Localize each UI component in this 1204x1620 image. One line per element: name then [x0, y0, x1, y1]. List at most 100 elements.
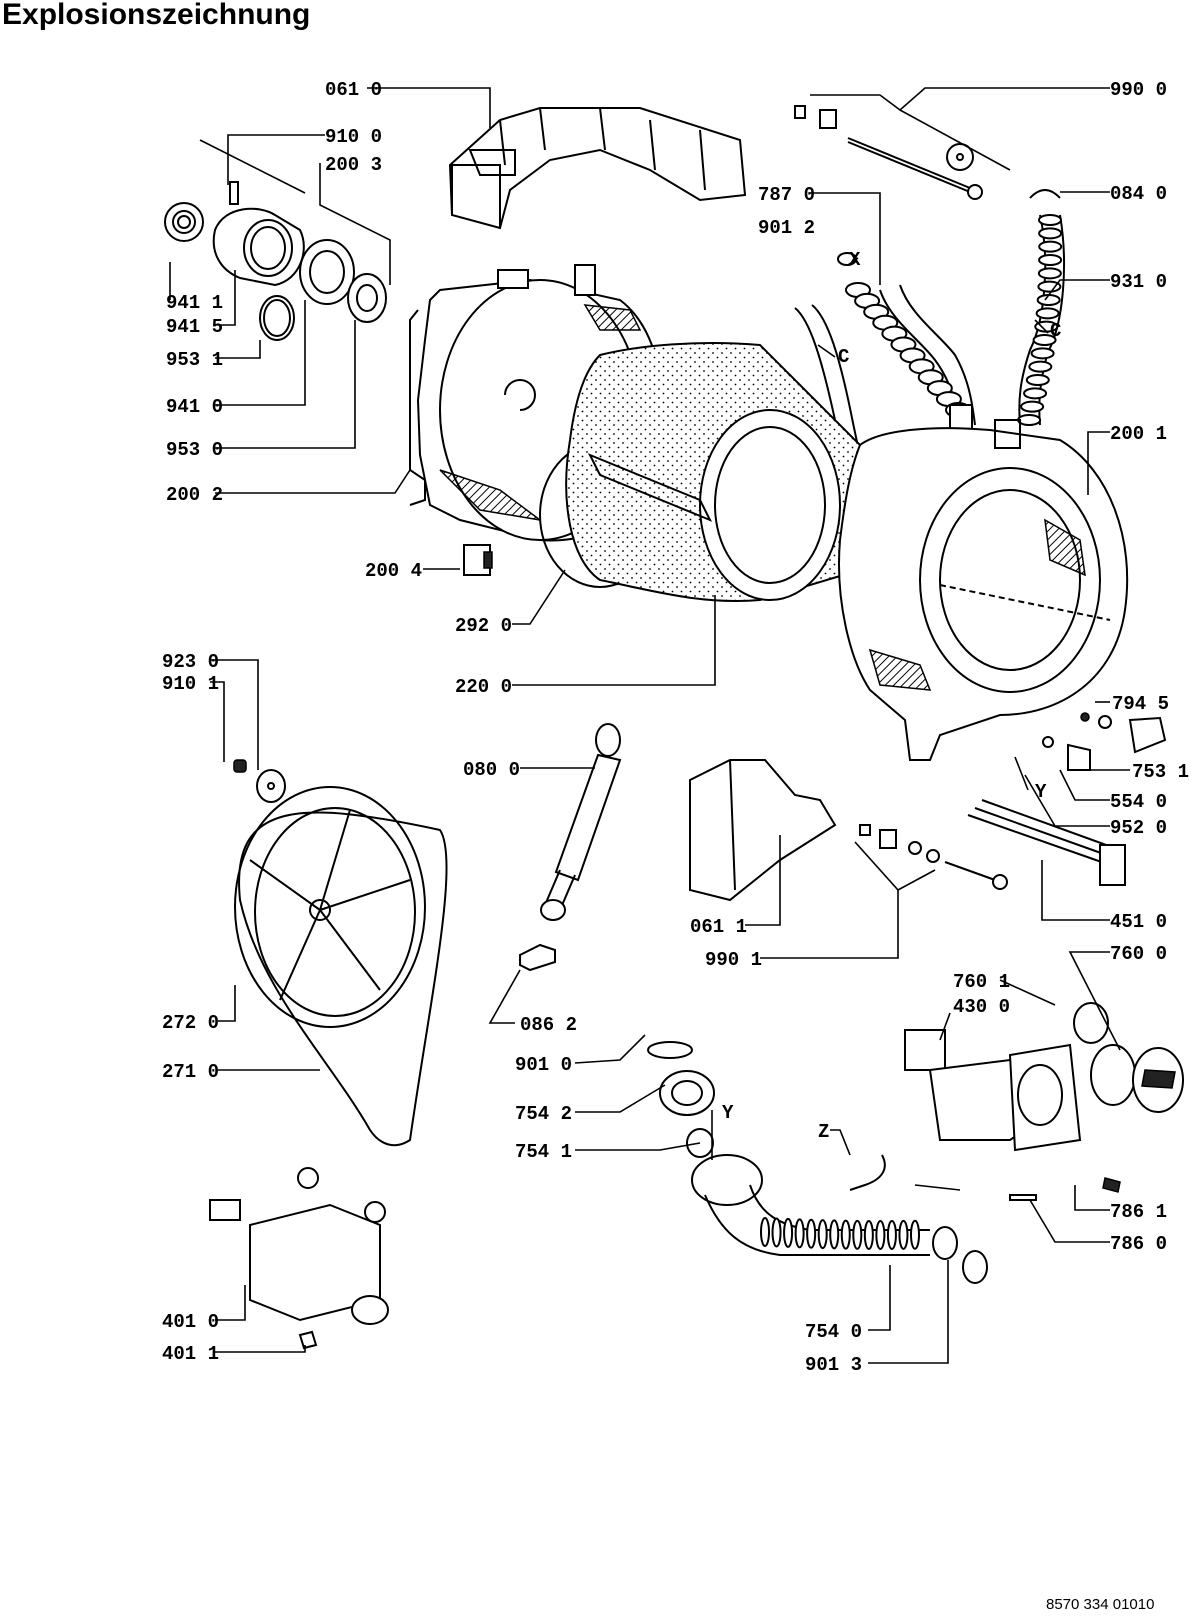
part-label-4010: 401 0 — [162, 1311, 219, 1333]
z-hose-part — [849, 1154, 886, 1191]
vent-bellows-part — [837, 252, 976, 430]
part-label-9415: 941 5 — [166, 316, 223, 338]
part-label-9010: 901 0 — [515, 1054, 572, 1076]
part-labels: 061 0 910 0 200 3 990 0 084 0 787 0 901 … — [162, 79, 1189, 1376]
part-label-2920: 292 0 — [455, 615, 512, 637]
hose-ring — [1038, 214, 1062, 226]
part-label-2003: 200 3 — [325, 154, 382, 176]
part-label-0862: 086 2 — [520, 1014, 577, 1036]
part-label-9100a: 910 0 — [325, 126, 382, 148]
hose-ring — [910, 1219, 920, 1250]
part-label-9012: 901 2 — [758, 217, 815, 239]
hose-ring — [1032, 334, 1057, 346]
hose-ring — [898, 1219, 909, 1250]
part-label-7860: 786 0 — [1110, 1233, 1167, 1255]
part-label-9530: 953 0 — [166, 439, 223, 461]
hose-ring — [1030, 347, 1055, 360]
shock-absorber-part — [540, 723, 622, 921]
part-label-9901: 990 1 — [705, 949, 762, 971]
drain-hose-right-part — [1017, 214, 1065, 426]
hose-ring — [863, 1219, 874, 1250]
part-label-2004: 200 4 — [365, 560, 422, 582]
part-label-2200: 220 0 — [455, 676, 512, 698]
part-label-7601: 760 1 — [953, 971, 1010, 993]
drum-part — [565, 342, 876, 602]
part-label-5540: 554 0 — [1110, 791, 1167, 813]
bellows-hose-part — [691, 1154, 988, 1284]
part-label-2720: 272 0 — [162, 1012, 219, 1034]
hose-ring — [817, 1219, 828, 1250]
hose-ring — [1025, 374, 1050, 386]
seal-parts — [647, 1041, 715, 1158]
screw-set-front-part — [859, 824, 1008, 890]
hose-ring — [771, 1217, 782, 1248]
hose-ring — [1037, 267, 1062, 280]
part-label-Z: Z — [818, 1121, 829, 1143]
part-label-7541: 754 1 — [515, 1141, 572, 1163]
part-label-2001: 200 1 — [1110, 423, 1167, 445]
page-title: Explosionszeichnung — [2, 0, 311, 31]
hose-ring — [1038, 240, 1063, 253]
drive-belt-part — [238, 811, 448, 1147]
hose-ring — [806, 1218, 817, 1249]
part-label-7861: 786 1 — [1110, 1201, 1167, 1223]
part-label-0840: 084 0 — [1110, 183, 1167, 205]
part-label-C2: C — [838, 346, 849, 368]
heater-element-part — [967, 799, 1126, 886]
part-label-7870: 787 0 — [758, 184, 815, 206]
part-label-4011: 401 1 — [162, 1343, 219, 1365]
part-label-7540: 754 0 — [805, 1321, 862, 1343]
bracket-part — [519, 943, 556, 972]
part-label-9230: 923 0 — [162, 651, 219, 673]
part-label-4510: 451 0 — [1110, 911, 1167, 933]
hose-ring — [1038, 227, 1063, 240]
clip-part — [463, 544, 493, 576]
part-label-9900: 990 0 — [1110, 79, 1167, 101]
hose-ring — [1020, 400, 1045, 413]
front-tub-part — [838, 419, 1129, 761]
part-label-C1: C — [1050, 320, 1061, 342]
part-label-2710: 271 0 — [162, 1061, 219, 1083]
hose-ring — [1038, 254, 1063, 266]
washer-screw-part — [233, 759, 286, 803]
hose-ring — [1035, 307, 1060, 320]
bearing-assembly-part — [164, 181, 387, 341]
hose-clip-part — [1029, 189, 1061, 199]
hose-ring — [852, 1219, 863, 1250]
part-label-7600: 760 0 — [1110, 943, 1167, 965]
hose-ring — [886, 1219, 897, 1250]
part-label-9520: 952 0 — [1110, 817, 1167, 839]
part-label-0610: 061 0 — [325, 79, 382, 101]
part-label-Y2: Y — [722, 1102, 734, 1124]
screw-set-top-part — [794, 105, 983, 200]
hose-ring — [1036, 294, 1061, 306]
hose-ring — [760, 1217, 770, 1247]
hose-ring — [1023, 387, 1048, 400]
part-label-7531: 753 1 — [1132, 761, 1189, 783]
hose-ring — [829, 1219, 840, 1250]
part-label-4300: 430 0 — [953, 996, 1010, 1018]
pulley-part — [234, 786, 426, 1028]
hose-ring — [783, 1217, 794, 1248]
hose-ring — [1017, 414, 1042, 426]
hose-ring — [1028, 360, 1053, 373]
counterweight-front-part — [689, 759, 837, 902]
document-number: 8570 334 01010 — [1046, 1596, 1155, 1613]
part-label-9013: 901 3 — [805, 1354, 862, 1376]
motor-part — [209, 1167, 389, 1350]
part-label-X: X — [849, 249, 861, 271]
hose-ring — [794, 1218, 805, 1249]
filter-parts — [1073, 1002, 1184, 1113]
hose-ring — [1037, 280, 1062, 293]
part-label-0611: 061 1 — [690, 916, 747, 938]
part-label-9101: 910 1 — [162, 673, 219, 695]
pump-part — [904, 1029, 1082, 1152]
pin-parts — [1009, 1177, 1121, 1201]
part-label-7542: 754 2 — [515, 1103, 572, 1125]
part-label-9531: 953 1 — [166, 349, 223, 371]
part-label-9410: 941 0 — [166, 396, 223, 418]
part-label-Y1: Y — [1035, 781, 1047, 803]
part-label-9310: 931 0 — [1110, 271, 1167, 293]
hose-ring — [875, 1219, 886, 1250]
